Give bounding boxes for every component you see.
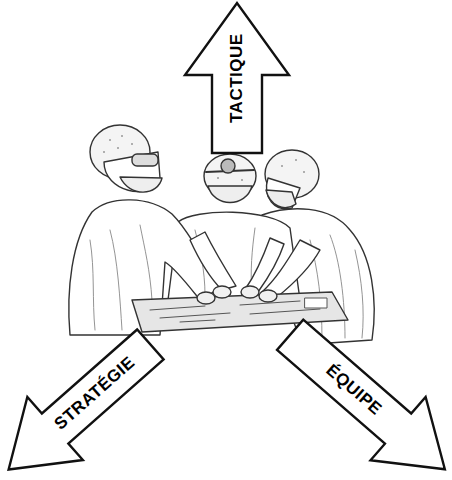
illustration-part — [267, 178, 300, 209]
illustration-part — [241, 179, 243, 181]
illustration-part — [160, 313, 230, 318]
arrow-node: TACTIQUE — [185, 3, 289, 153]
illustration-part — [121, 135, 123, 137]
illustration-part — [110, 230, 122, 330]
illustration-part — [150, 298, 327, 322]
illustration-part — [330, 235, 345, 338]
illustration-part — [150, 306, 205, 310]
illustration-part — [103, 151, 105, 153]
illustration-part — [190, 232, 236, 290]
arrow-label: TACTIQUE — [227, 33, 247, 123]
illustration-part — [213, 286, 231, 298]
illustration-part — [305, 298, 327, 308]
illustration-part — [262, 240, 320, 298]
illustration-part — [241, 286, 259, 298]
illustration-part — [355, 250, 363, 338]
illustration-part — [221, 159, 235, 173]
illustration-part — [69, 125, 374, 345]
illustration-part — [197, 292, 215, 304]
illustration-part — [90, 225, 363, 340]
illustration-part — [103, 135, 305, 181]
illustration-part — [295, 159, 297, 161]
illustration-part — [131, 143, 133, 145]
illustration-part — [250, 309, 320, 314]
illustration-part — [281, 165, 283, 167]
illustration-part — [217, 177, 219, 179]
arrow-node: STRATÉGIE — [0, 313, 178, 480]
illustration-part — [208, 186, 252, 203]
arrow-outline — [262, 303, 452, 480]
illustration-part — [303, 171, 305, 173]
illustration-part — [180, 320, 215, 322]
illustration-part — [117, 147, 119, 149]
illustration-part — [132, 154, 158, 166]
illustration-part — [259, 290, 277, 302]
arrow-outline — [0, 313, 178, 480]
illustration-part — [132, 292, 348, 332]
illustration-part — [140, 225, 152, 300]
illustration-part — [266, 190, 296, 208]
illustration-part — [90, 240, 95, 330]
illustration-part — [120, 177, 162, 192]
arrow-outline — [185, 3, 289, 153]
illustration-part — [109, 139, 111, 141]
